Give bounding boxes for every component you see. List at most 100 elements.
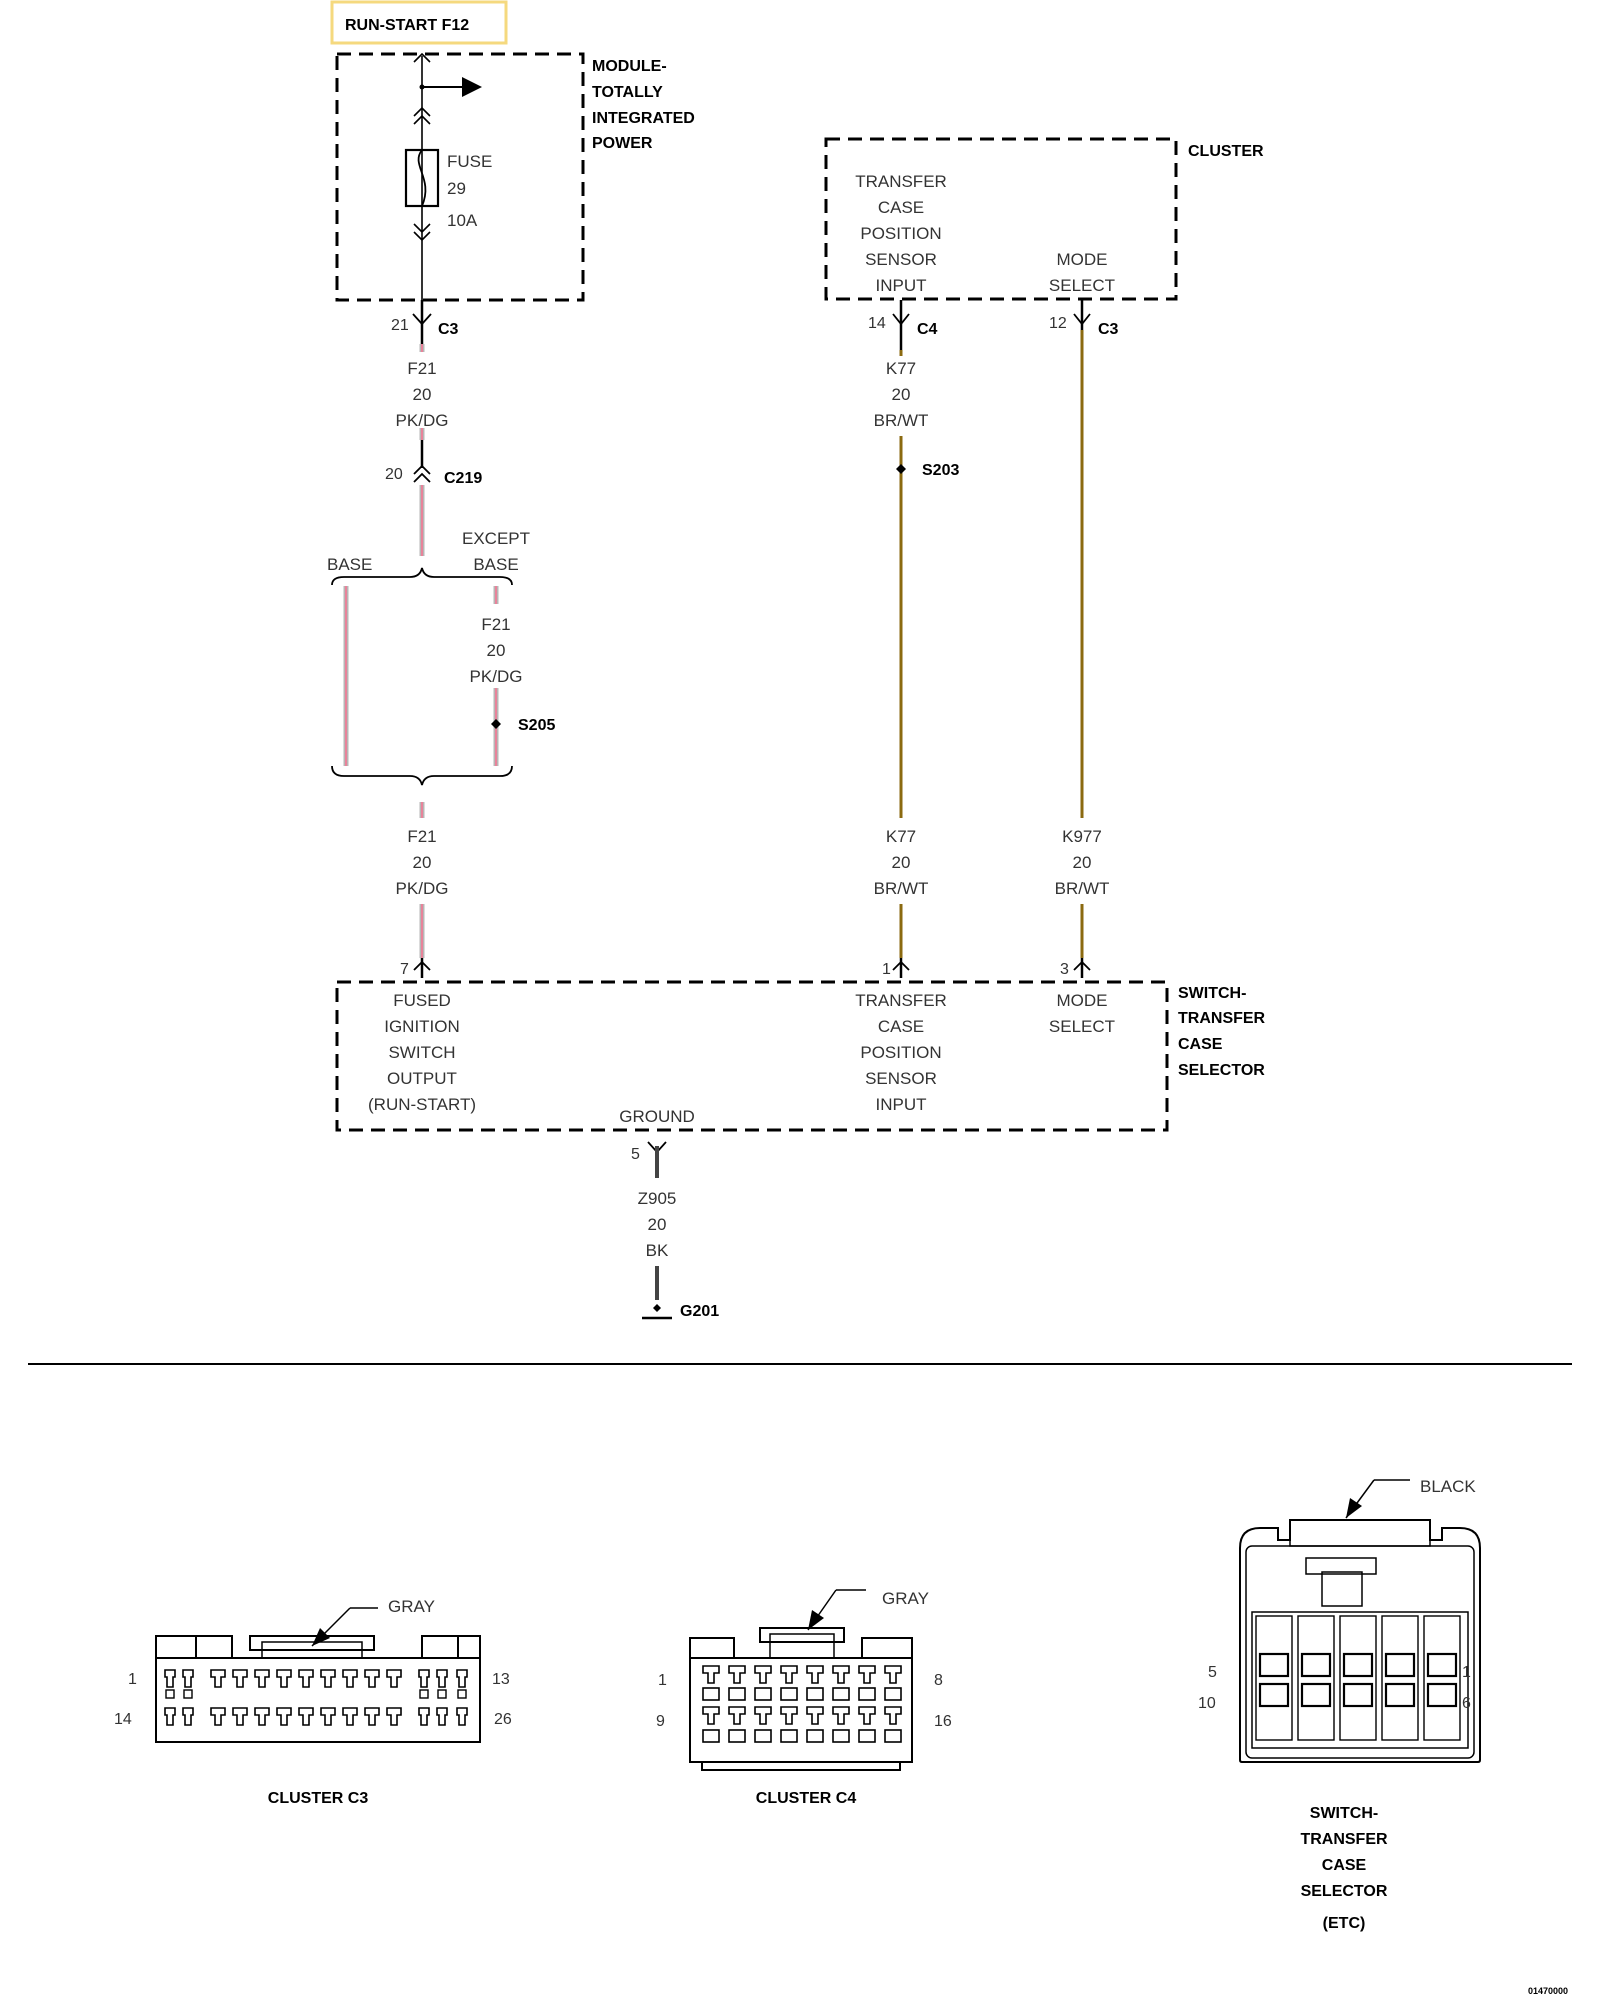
switch-fused-label-2: IGNITION bbox=[384, 1017, 460, 1036]
etc-column bbox=[1255, 1615, 1293, 1741]
switch-pin3-number: 3 bbox=[1060, 961, 1069, 978]
etc-terminal-grid bbox=[1255, 1615, 1461, 1741]
c4-terminal bbox=[884, 1665, 902, 1684]
wire-k77-bottom-circuit: K77 bbox=[886, 827, 916, 846]
c3-terminal-small bbox=[183, 1689, 193, 1699]
splice-s205-label: S205 bbox=[518, 717, 555, 734]
header-box: RUN-START F12 bbox=[330, 0, 508, 45]
c3-terminal-row-1 bbox=[164, 1669, 468, 1699]
connector-view-c4: GRAY 1 8 9 16 CLUSTER C4 bbox=[656, 1589, 952, 1807]
c219-pin-number: 20 bbox=[385, 466, 403, 483]
c4-cavity bbox=[806, 1687, 824, 1701]
c3-color-label: GRAY bbox=[388, 1597, 435, 1616]
switch-fused-label-5: (RUN-START) bbox=[368, 1095, 476, 1114]
cluster-tcps-label-1: TRANSFER bbox=[855, 172, 947, 191]
wire-f21-top-color: PK/DG bbox=[396, 411, 449, 430]
etc-pin-1: 1 bbox=[1462, 1664, 1471, 1681]
tipm-label-2: TOTALLY bbox=[592, 84, 663, 101]
page-number: 01470000 bbox=[1528, 1986, 1568, 1996]
cluster-tcps-label-3: POSITION bbox=[860, 224, 941, 243]
tipm-top-caret bbox=[413, 52, 431, 63]
c4-left-tab bbox=[689, 1637, 735, 1659]
etc-title-1: SWITCH- bbox=[1310, 1805, 1378, 1822]
c4-cavity bbox=[780, 1687, 798, 1701]
fuse-lower-chevron bbox=[413, 223, 431, 242]
c3-left-tab-2 bbox=[195, 1635, 233, 1659]
c3-callout-arrow bbox=[312, 1628, 330, 1646]
c4-terminal bbox=[754, 1665, 772, 1684]
cluster-c4-connector-id: C4 bbox=[917, 321, 938, 338]
c3-title: CLUSTER C3 bbox=[268, 1790, 369, 1807]
c4-terminal bbox=[884, 1706, 902, 1725]
c3-terminal bbox=[342, 1707, 358, 1726]
branch-bottom-brace bbox=[331, 765, 513, 786]
switch-module: SWITCH- TRANSFER CASE SELECTOR FUSED IGN… bbox=[335, 980, 1266, 1132]
c3-pin-1: 1 bbox=[128, 1671, 137, 1688]
c3-terminal bbox=[342, 1669, 358, 1688]
wire-k77-top-color: BR/WT bbox=[874, 411, 929, 430]
c3-terminal bbox=[456, 1669, 468, 1688]
c4-terminal bbox=[832, 1706, 850, 1725]
etc-pin-10: 10 bbox=[1198, 1695, 1216, 1712]
wire-f21-bottom-gauge: 20 bbox=[413, 853, 432, 872]
splice-s203-label: S203 bbox=[922, 462, 959, 479]
switch-tcps-label-2: CASE bbox=[878, 1017, 924, 1036]
c3-terminal bbox=[232, 1669, 248, 1688]
c4-terminal bbox=[806, 1706, 824, 1725]
etc-title-4: SELECTOR bbox=[1301, 1883, 1388, 1900]
c3-right-tab-2 bbox=[457, 1635, 481, 1659]
c3-terminal bbox=[386, 1669, 402, 1688]
c3-terminal bbox=[232, 1707, 248, 1726]
cluster-tcps-label-4: SENSOR bbox=[865, 250, 937, 269]
etc-terminal bbox=[1384, 1682, 1416, 1708]
ground-g201-label: G201 bbox=[680, 1303, 719, 1320]
etc-title-3: CASE bbox=[1322, 1857, 1367, 1874]
c3-terminal bbox=[254, 1669, 270, 1688]
fuse-rating: 10A bbox=[447, 211, 478, 230]
etc-terminal bbox=[1342, 1682, 1374, 1708]
switch-tcps-label-4: SENSOR bbox=[865, 1069, 937, 1088]
c3-terminal bbox=[182, 1669, 194, 1688]
etc-latch-slot bbox=[1305, 1557, 1377, 1575]
etc-title-2: TRANSFER bbox=[1300, 1831, 1388, 1848]
etc-terminal bbox=[1426, 1682, 1458, 1708]
etc-terminal bbox=[1384, 1652, 1416, 1678]
connector-view-c3: GRAY 1 13 14 26 CLUSTER C3 bbox=[114, 1597, 512, 1807]
c3-terminal bbox=[164, 1669, 176, 1688]
branch-base-label: BASE bbox=[327, 555, 372, 574]
c4-terminal bbox=[728, 1665, 746, 1684]
wire-z905-circuit: Z905 bbox=[638, 1189, 677, 1208]
header-title: RUN-START F12 bbox=[345, 17, 469, 34]
cluster-tcps-label-5: INPUT bbox=[876, 276, 927, 295]
c3-terminal-small bbox=[457, 1689, 467, 1699]
c4-pin-1: 1 bbox=[658, 1672, 667, 1689]
fuse-upper-chevron bbox=[413, 106, 431, 125]
etc-pin-5: 5 bbox=[1208, 1664, 1217, 1681]
wire-f21-except-gauge: 20 bbox=[487, 641, 506, 660]
switch-pin5-number: 5 bbox=[631, 1146, 640, 1163]
cluster-module: CLUSTER TRANSFER CASE POSITION SENSOR IN… bbox=[824, 137, 1264, 301]
wire-z905-color: BK bbox=[646, 1241, 669, 1260]
c219-connector-id: C219 bbox=[444, 470, 482, 487]
tipm-module: MODULE- TOTALLY INTEGRATED POWER FUSE 29… bbox=[335, 52, 695, 310]
etc-callout-arrow bbox=[1346, 1498, 1362, 1518]
etc-column bbox=[1381, 1615, 1419, 1741]
c3-terminal bbox=[436, 1707, 448, 1726]
cluster-mode-label-1: MODE bbox=[1057, 250, 1108, 269]
c3-terminal bbox=[320, 1707, 336, 1726]
c4-cavity bbox=[832, 1729, 850, 1743]
etc-cavity-frame bbox=[1251, 1611, 1469, 1749]
c3-right-tab bbox=[421, 1635, 459, 1659]
switch-mode-label-1: MODE bbox=[1057, 991, 1108, 1010]
etc-color-label: BLACK bbox=[1420, 1477, 1476, 1496]
c3-terminal bbox=[210, 1707, 226, 1726]
c4-cavity bbox=[702, 1729, 720, 1743]
c4-pin-9: 9 bbox=[656, 1713, 665, 1730]
cluster-c4-pin-number: 14 bbox=[868, 315, 886, 332]
splice-s205-marker bbox=[491, 719, 501, 729]
c4-cavity bbox=[806, 1729, 824, 1743]
switch-pin7-symbol bbox=[413, 960, 431, 971]
c4-title: CLUSTER C4 bbox=[756, 1790, 857, 1807]
c3-housing bbox=[155, 1657, 481, 1743]
